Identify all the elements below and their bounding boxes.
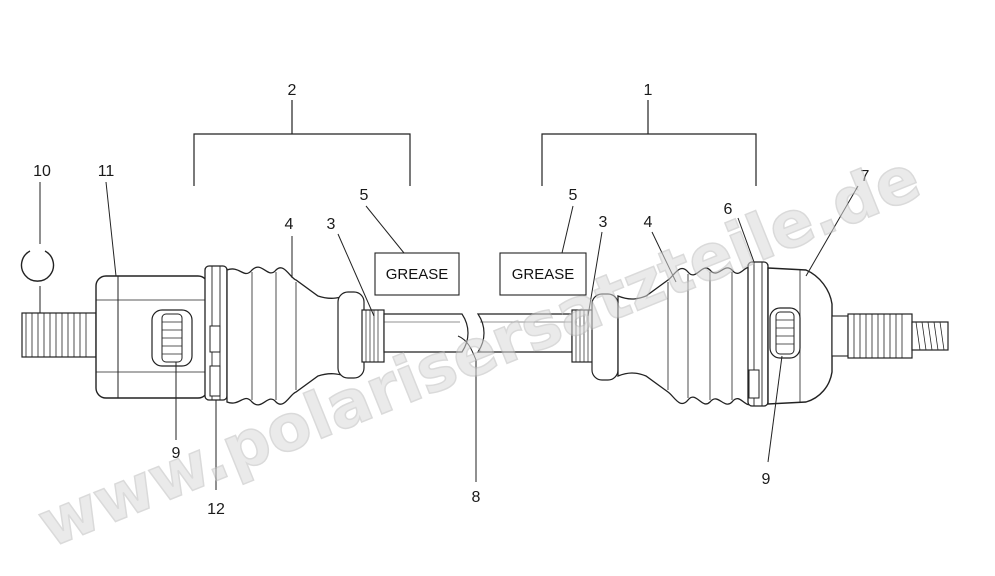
grease-label-right: GREASE [512, 266, 575, 283]
inboard-spline-stub [21, 312, 97, 358]
callout-7: 7 [861, 168, 870, 185]
callout-6: 6 [724, 201, 733, 218]
callout-3-left: 3 [327, 216, 336, 233]
inboard-boot-clamp [204, 265, 228, 401]
callout-10: 10 [33, 163, 51, 180]
callout-8: 8 [472, 489, 481, 506]
callout-4-right: 4 [644, 214, 653, 231]
outboard-boot-clamp [747, 261, 769, 407]
callout-12: 12 [207, 501, 225, 518]
callout-1: 1 [644, 82, 653, 99]
bracket-assembly-2 [193, 100, 411, 186]
axle-shaft [383, 313, 573, 353]
inboard-small-clamp [361, 309, 385, 363]
callout-4-left: 4 [285, 216, 294, 233]
grease-box-right: GREASE [499, 252, 587, 296]
inboard-cv-housing [95, 275, 209, 399]
circlip-ring [20, 250, 55, 282]
leader-lines [39, 181, 859, 490]
outboard-threaded-end [911, 321, 949, 351]
callout-3-right: 3 [599, 214, 608, 231]
outboard-cv-joint [767, 267, 833, 405]
callout-9-left: 9 [172, 445, 181, 462]
callout-2: 2 [288, 82, 297, 99]
grease-box-left: GREASE [374, 252, 460, 296]
bracket-assembly-1 [541, 100, 757, 186]
callout-11: 11 [98, 163, 115, 180]
callout-5-left: 5 [360, 187, 369, 204]
callout-5-right: 5 [569, 187, 578, 204]
callout-9-right: 9 [762, 471, 771, 488]
outboard-spline-stub [831, 313, 913, 359]
grease-label-left: GREASE [386, 266, 449, 283]
